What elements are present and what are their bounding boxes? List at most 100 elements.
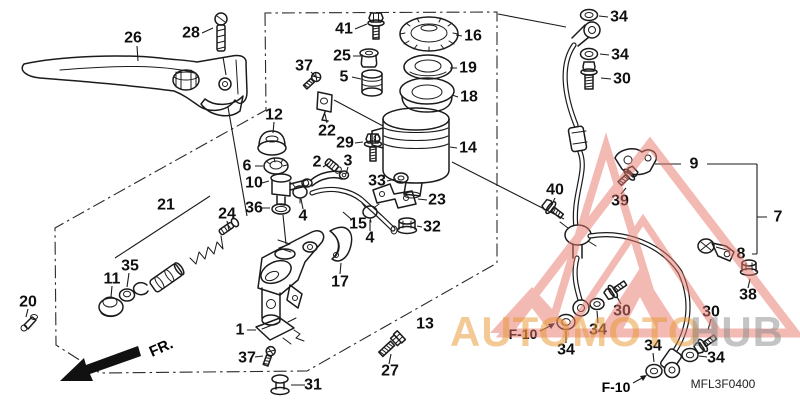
valve-pin-20 <box>20 314 38 332</box>
part-callout-label: 28 <box>182 25 200 42</box>
part-callout-label: 17 <box>331 274 349 291</box>
part-callout-label: 19 <box>459 60 477 77</box>
grommet-33 <box>393 172 409 184</box>
elbow-10 <box>270 173 309 206</box>
reservoir-cap-16 <box>399 16 459 52</box>
part-callout-label: 31 <box>304 377 322 394</box>
washer-34-bottomcenter <box>645 363 663 379</box>
part-callout-label: 27 <box>381 363 399 380</box>
part-callout-label: 34 <box>610 9 628 26</box>
part-callout-label: 37 <box>238 350 256 367</box>
hose-clamp-4a <box>291 182 310 204</box>
part-callout-label: 38 <box>739 287 757 304</box>
clamp-8 <box>697 238 735 262</box>
washer-34-top2 <box>579 47 599 61</box>
part-callout-label: 35 <box>121 258 139 275</box>
part-callout-label: 14 <box>459 140 477 157</box>
banjo-bolt-30-top <box>580 61 598 90</box>
boot-11 <box>98 296 124 318</box>
bolt-30-midleft <box>603 280 628 300</box>
part-callout-label: 4 <box>366 230 375 247</box>
part-callout-label: 30 <box>613 303 631 320</box>
part-callout-label: 8 <box>737 246 746 263</box>
brake-lever <box>21 54 248 117</box>
part-callout-label: 18 <box>460 89 478 106</box>
part-callout-label: 34 <box>707 350 725 367</box>
part-callout-label: 5 <box>340 69 349 86</box>
o-ring-36 <box>271 203 291 215</box>
bracket-23 <box>372 183 417 209</box>
reservoir-parts <box>359 12 459 199</box>
part-callout-label: 2 <box>313 154 322 171</box>
part-callout-label: 21 <box>157 197 175 214</box>
part-callout-label: 34 <box>589 322 607 339</box>
washer-34-bottomleft <box>556 313 576 331</box>
hose-left-eye <box>572 299 590 317</box>
part-callout-label: 34 <box>611 47 629 64</box>
part-callout-label: 1 <box>236 322 245 339</box>
part-callout-label: 26 <box>124 30 142 47</box>
part-callout-label: 29 <box>336 135 354 152</box>
leader-lines <box>25 15 767 386</box>
part-callout-label: 6 <box>243 158 252 175</box>
part-callout-label: 15 <box>349 216 367 233</box>
part-callout-label: 32 <box>423 219 441 236</box>
washer-34-midright <box>681 347 699 363</box>
part-callout-label: 24 <box>218 206 236 223</box>
part-callout-label: 13 <box>416 316 434 333</box>
hose-junction <box>559 221 597 259</box>
bolt-30-midright <box>693 334 718 354</box>
plug-31 <box>270 374 290 396</box>
bolt-39 <box>617 165 639 187</box>
part-callout-label: 3 <box>344 153 353 170</box>
bolt-41 <box>367 12 385 40</box>
washer-35 <box>118 288 136 302</box>
watermark-brand-primary: AUTOMOTO <box>450 308 701 355</box>
part-callout-label: 34 <box>644 338 662 355</box>
boot-12 <box>257 130 287 156</box>
part-callout-label: 20 <box>19 294 37 311</box>
watermark-triangles <box>490 132 800 338</box>
part-callout-label: 36 <box>245 200 263 217</box>
part-callout-label: 10 <box>245 175 263 192</box>
page-ref-label: F-10 <box>509 326 538 342</box>
screw-37-bottom <box>262 345 276 367</box>
part-callout-label: 30 <box>613 71 631 88</box>
pivot-screw <box>214 12 228 52</box>
fr-label: FR. <box>147 335 176 360</box>
part-callout-label: 34 <box>557 342 575 359</box>
screw-37-top <box>302 71 322 90</box>
screw-24 <box>218 217 240 236</box>
snap-ring <box>132 281 149 296</box>
hose-15 <box>309 186 398 235</box>
brake-switch-1 <box>255 317 305 345</box>
washer-34-midleft <box>589 297 605 311</box>
washer-34-top1 <box>579 8 599 22</box>
boot-5 <box>361 69 383 97</box>
grommet-25 <box>359 48 379 68</box>
diaphragm-plate-19 <box>403 54 453 80</box>
clamp-22 <box>316 91 333 122</box>
hose-right-eye <box>663 361 681 379</box>
diagram-code: MFL3F0400 <box>691 377 756 391</box>
spring <box>189 235 224 265</box>
link-3 <box>301 170 350 188</box>
part-callout-label: 4 <box>299 208 308 225</box>
part-callout-label: 41 <box>335 21 353 38</box>
banjo-bolt-27 <box>378 330 407 358</box>
part-callout-label: 40 <box>546 182 564 199</box>
part-callout-label: 25 <box>333 48 351 65</box>
part-callout-label: 37 <box>295 58 313 75</box>
nut-32 <box>396 217 418 235</box>
part-callout-label: 9 <box>690 156 699 173</box>
guard-17 <box>329 226 353 262</box>
part-callout-label: 33 <box>368 173 386 190</box>
piston-assembly <box>149 262 185 293</box>
ring-6 <box>263 157 289 175</box>
part-callout-label: 22 <box>318 123 336 140</box>
bolt-29 <box>363 133 383 162</box>
ferrule-upper <box>567 125 588 153</box>
pushrod-pin-2 <box>324 158 342 174</box>
